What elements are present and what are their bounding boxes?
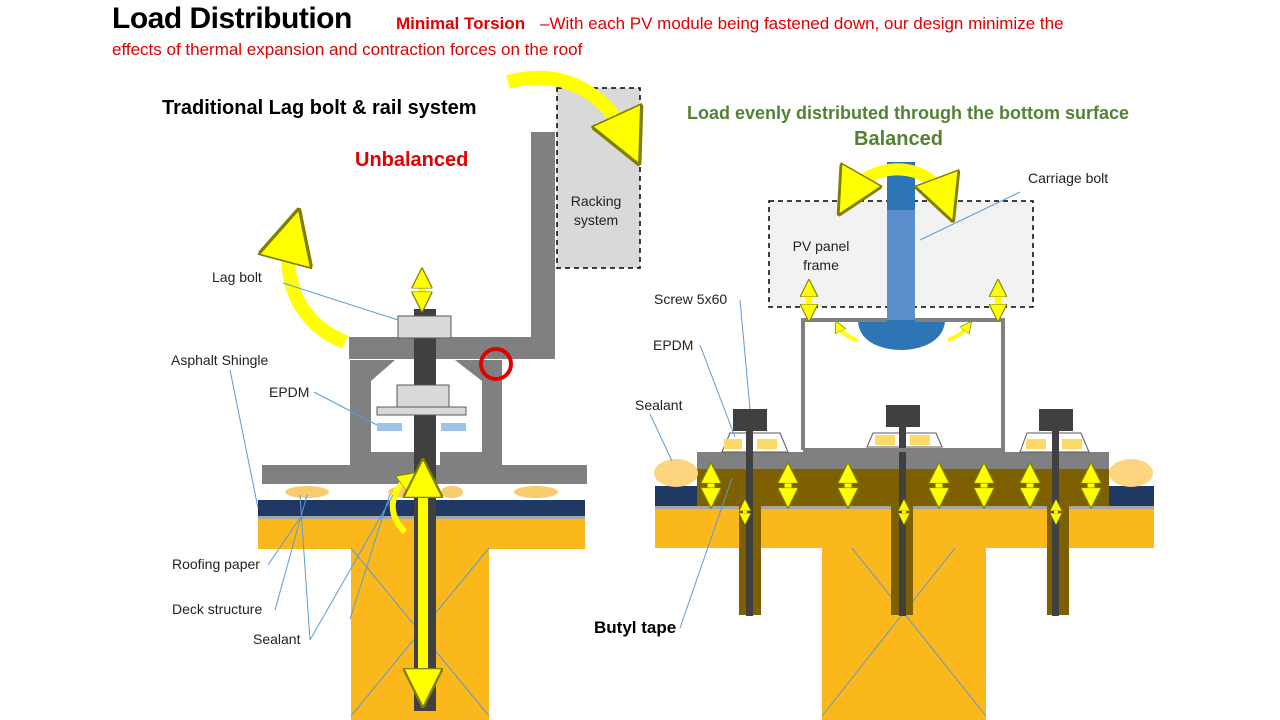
left-top-nut <box>397 315 452 339</box>
left-bracket-housing <box>350 360 502 470</box>
asphalt-shingle-label: Asphalt Shingle <box>171 352 269 368</box>
left-status: Unbalanced <box>355 149 469 171</box>
racking-label-line2: system <box>573 212 619 228</box>
pv-panel-label-line1: PV panel <box>792 238 850 254</box>
left-lower-nut <box>396 384 450 408</box>
carriage-bolt-head <box>858 322 945 350</box>
head-curved-arrow <box>947 326 968 342</box>
left-torsion-arrow <box>289 235 348 349</box>
right-epdm-label: EPDM <box>653 337 694 353</box>
lag-bolt-label: Lag bolt <box>212 269 262 285</box>
screw-label: Screw 5x60 <box>654 291 728 307</box>
subtitle-text: –With each PV module being fastened down… <box>540 14 1064 33</box>
left-epdm-pad <box>441 423 466 431</box>
racking-torsion-arrow <box>506 70 628 140</box>
right-sealant-label: Sealant <box>635 397 683 413</box>
left-washer <box>376 406 467 416</box>
right-rotation-arrow <box>850 169 945 200</box>
carriage-bolt-label: Carriage bolt <box>1028 170 1109 186</box>
pv-panel-frame-label: PV panel frame <box>781 237 861 275</box>
left-epdm-pad <box>377 423 402 431</box>
screw-small-arrows <box>745 505 1056 519</box>
left-epdm-label: EPDM <box>269 384 310 400</box>
left-leader-lines <box>229 282 399 641</box>
deck-structure-label: Deck structure <box>172 601 263 617</box>
subtitle-emphasis: Minimal Torsion <box>396 14 526 33</box>
racking-system-label: Racking system <box>560 192 632 230</box>
subtitle-line-2: effects of thermal expansion and contrac… <box>112 40 583 59</box>
pv-panel-label-line2: frame <box>803 257 839 273</box>
left-small-curved-arrow <box>389 478 408 535</box>
right-system <box>649 162 1154 720</box>
head-curved-arrow <box>838 326 858 342</box>
right-sealant <box>654 459 698 487</box>
stress-point-circle <box>479 347 513 381</box>
left-heading: Traditional Lag bolt & rail system <box>162 97 477 119</box>
right-leader-lines <box>649 191 1021 629</box>
butyl-tape-label: Butyl tape <box>594 618 677 637</box>
page-title: Load Distribution <box>112 2 352 35</box>
roofing-paper-label: Roofing paper <box>172 556 260 572</box>
right-heading: Load evenly distributed through the bott… <box>687 103 1130 123</box>
right-status: Balanced <box>854 128 943 150</box>
left-sealant-label: Sealant <box>253 631 301 647</box>
carriage-bolt-highlight <box>887 210 915 320</box>
right-epdm <box>721 432 1090 453</box>
racking-label-line1: Racking <box>570 193 622 209</box>
left-l-bracket <box>349 132 555 359</box>
racking-system-box <box>556 87 641 269</box>
distributed-load-arrows <box>711 473 1091 498</box>
right-sealant <box>1109 459 1153 487</box>
left-system <box>229 70 641 720</box>
